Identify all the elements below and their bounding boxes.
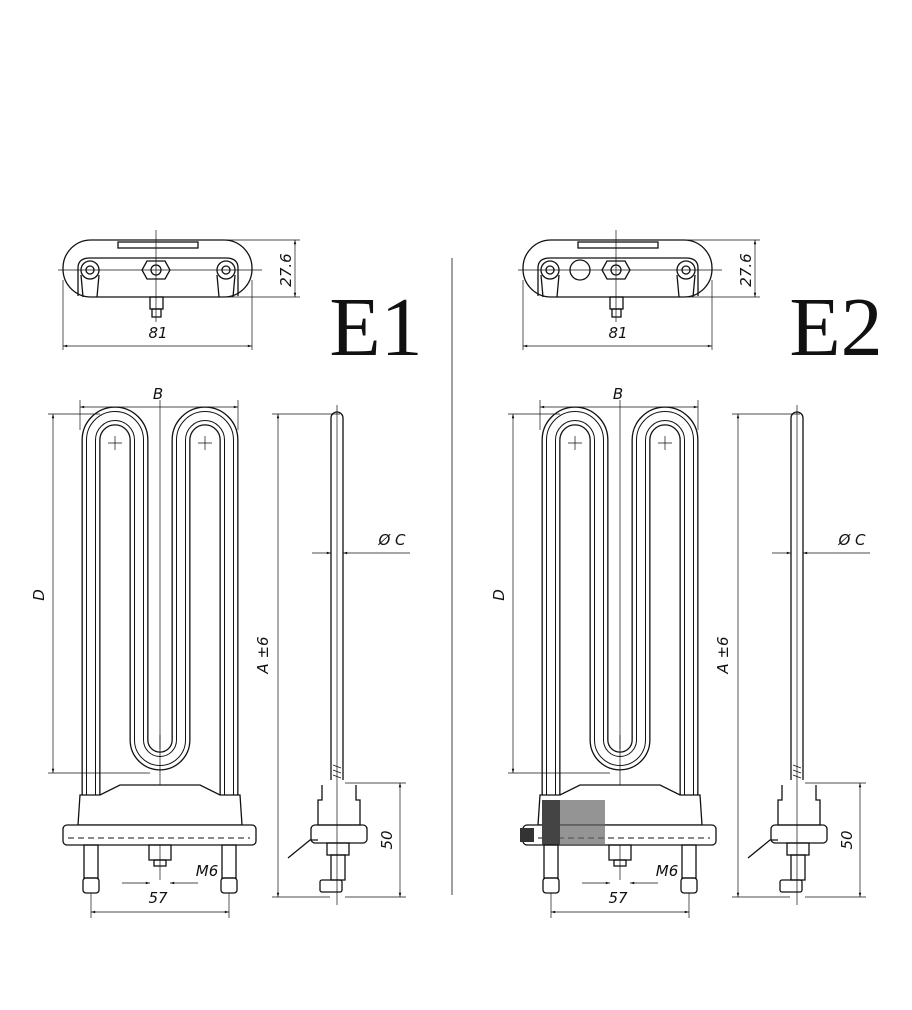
rubber-seal <box>560 800 605 845</box>
side-view-housing <box>777 785 821 826</box>
connector-tab <box>609 296 624 310</box>
terminal-bolt <box>543 844 559 879</box>
side-view-flange <box>770 824 828 844</box>
terminal-bolt <box>221 844 237 879</box>
terminal-bolt <box>83 844 99 879</box>
b-dimension-label: B <box>613 385 623 403</box>
terminal-nut <box>680 877 698 894</box>
drawing-line <box>790 854 806 881</box>
base-dimension-label: 50 <box>838 830 856 849</box>
connector-tab <box>611 308 622 318</box>
drawing-line <box>537 257 699 296</box>
d-dimension-label: D <box>30 589 48 601</box>
variant-label: E1 <box>329 281 422 374</box>
ground-clip <box>747 839 778 859</box>
drawing-line <box>326 842 350 856</box>
ground-clip <box>287 839 318 859</box>
spacing-dimension-label: 57 <box>148 889 168 907</box>
spacing-dimension-label: 57 <box>608 889 628 907</box>
connector-tab <box>319 879 343 893</box>
height-dimension-label: 27.6 <box>277 253 295 286</box>
terminal-nut <box>82 877 100 894</box>
top-view-slot <box>117 241 199 249</box>
m6-stud <box>153 859 167 867</box>
thread-label: M6 <box>656 862 679 880</box>
a-dimension-label: A ±6 <box>254 636 272 674</box>
c-dimension-label: Ø C <box>377 531 406 549</box>
drawing-line <box>108 436 212 749</box>
drawing-line <box>786 842 810 856</box>
drawing-line <box>676 274 696 298</box>
base-housing <box>77 784 243 826</box>
side-view-housing <box>317 785 361 826</box>
drawing-line <box>77 257 239 296</box>
drawing-line <box>568 436 672 749</box>
rubber-seal <box>520 828 534 842</box>
terminal-bolt <box>681 844 697 879</box>
m6-stud <box>613 859 627 867</box>
a-dimension-label: A ±6 <box>714 636 732 674</box>
width-dimension-label: 81 <box>148 324 167 342</box>
drawing-line <box>540 274 560 298</box>
terminal-nut <box>542 877 560 894</box>
b-dimension-label: B <box>153 385 163 403</box>
base-flange <box>62 824 257 846</box>
top-view-slot <box>577 241 659 249</box>
drawing-line <box>80 274 100 298</box>
height-dimension-label: 27.6 <box>737 253 755 286</box>
variant-label: E2 <box>789 281 882 374</box>
d-dimension-label: D <box>490 589 508 601</box>
side-view-flange <box>310 824 368 844</box>
drawing-line <box>330 854 346 881</box>
connector-tab <box>151 308 162 318</box>
connector-tab <box>149 296 164 310</box>
width-dimension-label: 81 <box>608 324 627 342</box>
base-dimension-label: 50 <box>378 830 396 849</box>
connector-tab <box>779 879 803 893</box>
rubber-seal <box>542 800 560 845</box>
c-dimension-label: Ø C <box>837 531 866 549</box>
thread-label: M6 <box>196 862 219 880</box>
terminal-nut <box>220 877 238 894</box>
drawing-line <box>216 274 236 298</box>
